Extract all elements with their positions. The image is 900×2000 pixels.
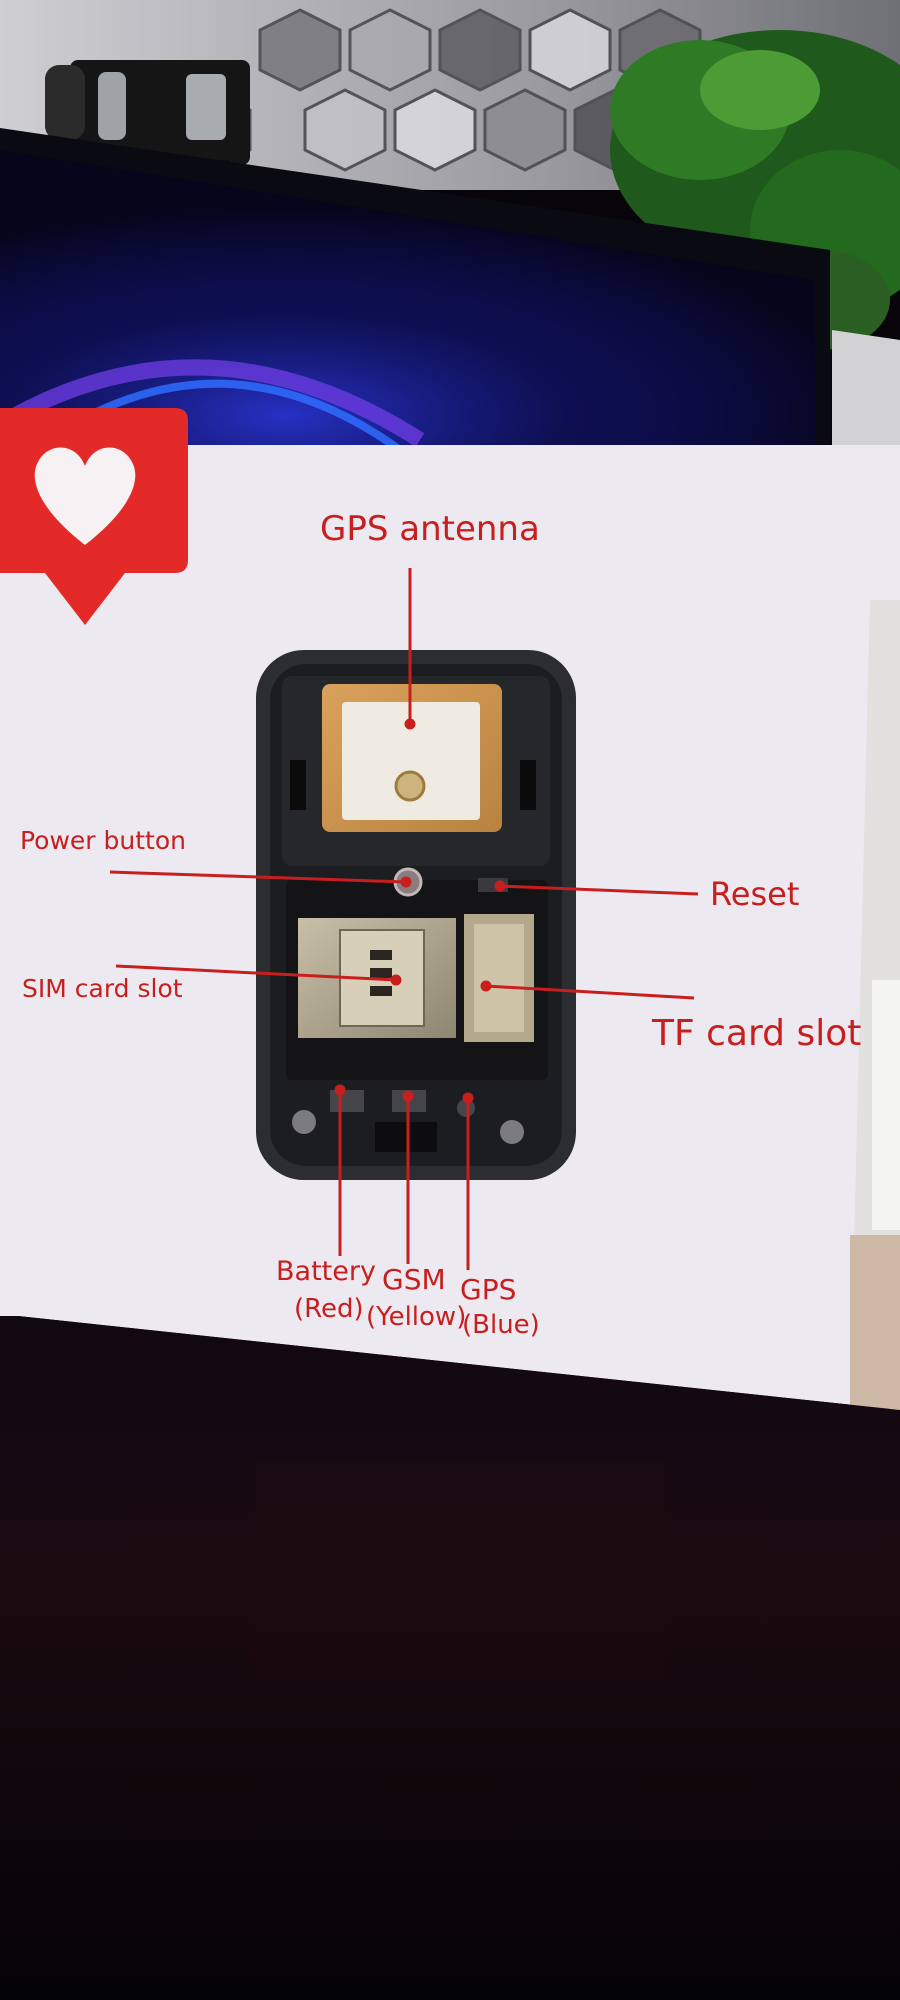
gsm-led-label: GSM	[382, 1263, 446, 1296]
gps-led-color: (Blue)	[462, 1310, 540, 1340]
battery-led-label: Battery	[276, 1256, 376, 1287]
sim-card-slot-label: SIM card slot	[22, 974, 183, 1003]
reflection	[250, 1460, 670, 1680]
gps-led-label: GPS	[460, 1273, 517, 1306]
dark-foreground	[0, 1316, 900, 2000]
gps-antenna-label: GPS antenna	[320, 509, 540, 549]
reset-label: Reset	[710, 875, 800, 913]
callout-lines	[109, 568, 699, 1270]
gsm-led-color: (Yellow)	[366, 1302, 467, 1332]
heart-icon	[0, 408, 188, 625]
tf-card-slot-label: TF card slot	[652, 1013, 862, 1054]
tv-screen	[0, 128, 900, 454]
battery-led-color: (Red)	[294, 1294, 364, 1324]
gps-tracker-device	[256, 650, 576, 1180]
power-button-label: Power button	[20, 826, 186, 855]
